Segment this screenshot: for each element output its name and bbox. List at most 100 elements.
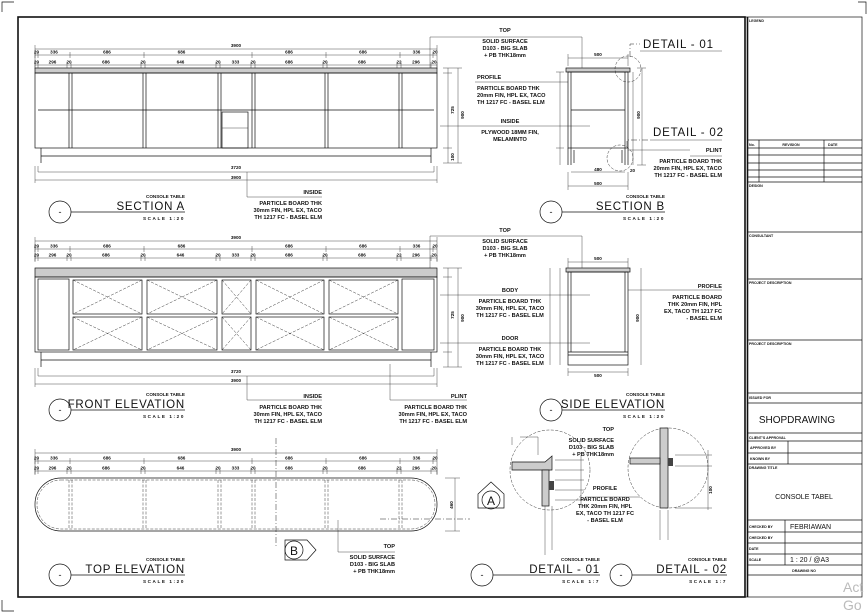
- view-scale: SCALE 1:20: [143, 579, 185, 584]
- dim-label: 296: [49, 253, 57, 258]
- dim-label: 646: [177, 60, 185, 65]
- watermark-line-2: Go: [843, 597, 862, 613]
- note-line: + PB THK18mm: [484, 53, 526, 59]
- dim-label: 686: [178, 244, 186, 249]
- note-line: 30mm FIN, HPL EX, TACO: [476, 306, 545, 312]
- dim-label: 20: [140, 253, 146, 258]
- dim-label: 686: [103, 50, 111, 55]
- date-label: DATE: [749, 547, 759, 551]
- note-label: PROFILE: [698, 284, 723, 290]
- section-marker-a[interactable]: A: [477, 481, 505, 510]
- note-line: PLYWOOD 18MM FIN,: [481, 130, 539, 136]
- view-marker-number: -: [481, 570, 484, 580]
- note-label: TOP: [499, 228, 511, 234]
- dim-label: 20: [34, 456, 40, 461]
- note-line: THK 20mm FIN, HPL: [668, 302, 723, 308]
- door-panel: [328, 279, 399, 315]
- view-marker-number: -: [59, 405, 62, 415]
- dim-label: 333: [232, 466, 240, 471]
- view-title-top-elevation: - CONSOLE TABLE TOP ELEVATION SCALE 1:20: [48, 557, 185, 587]
- door-panel: [255, 316, 325, 351]
- dim-label: 646: [177, 466, 185, 471]
- note-label: INSIDE: [303, 394, 322, 400]
- dim-label: 686: [102, 60, 110, 65]
- door-panel: [328, 316, 399, 351]
- dim-label: 686: [359, 244, 367, 249]
- view-title: TOP ELEVATION: [85, 564, 185, 576]
- note-line: MELAMINTO: [493, 137, 527, 143]
- dim-label: 686: [358, 466, 366, 471]
- note-line: TH 1217 FC - BASEL ELM: [254, 215, 322, 221]
- revision-header: REVISION: [782, 143, 800, 147]
- note-label: TOP: [499, 28, 511, 34]
- door-swing-mark: [328, 279, 399, 315]
- dim-label: 20: [66, 466, 72, 471]
- dim-label: 22: [396, 60, 402, 65]
- dim-label: 20: [250, 253, 256, 258]
- legend-label: LEGEND: [749, 19, 764, 23]
- note-line: + PB THK18mm: [484, 253, 526, 259]
- leader-lines: [246, 36, 722, 553]
- dim-body-height-fe: 725: [450, 311, 455, 319]
- door-swing-mark: [328, 316, 399, 351]
- section-marker-b[interactable]: B: [284, 539, 317, 561]
- dim-overall: 3900: [231, 235, 242, 240]
- view-marker-number: -: [59, 570, 62, 580]
- divider-panel: [324, 73, 329, 148]
- note-line: PARTICLE BOARD THK: [404, 405, 467, 411]
- dim-label: 20: [432, 50, 438, 55]
- dim-overall-width-fe: 3900: [231, 378, 242, 383]
- issued-for-label: ISSUED FOR: [749, 396, 771, 400]
- divider-panel: [68, 480, 73, 529]
- dim-side-b: 20: [630, 168, 636, 173]
- dim-label: 686: [359, 456, 367, 461]
- door-swing-mark: [221, 316, 252, 351]
- view-marker-number: -: [550, 405, 553, 415]
- project-description-label: PROJECT DESCRIPTION: [749, 281, 792, 285]
- dim-label: 686: [285, 60, 293, 65]
- view-marker-number: -: [620, 570, 623, 580]
- divider-panel: [251, 73, 256, 148]
- note-line: EX, TACO TH 1217 FC: [664, 309, 722, 315]
- note-line: TH 1217 FC - BASEL ELM: [254, 419, 322, 425]
- consultant-label: CONSULTANT: [749, 234, 774, 238]
- note-line: SOLID SURFACE: [482, 239, 528, 245]
- note-line: SOLID SURFACE: [350, 555, 396, 561]
- view-subtitle: CONSOLE TABLE: [688, 557, 727, 562]
- dim-label: 20: [250, 466, 256, 471]
- view-marker-number: -: [550, 207, 553, 217]
- divider-panel: [142, 73, 147, 148]
- divider-panel: [142, 480, 147, 529]
- dim-top-width: 460: [449, 501, 454, 509]
- note-line: SOLID SURFACE: [569, 438, 615, 444]
- door-panel: [146, 316, 218, 351]
- view-title: SIDE ELEVATION: [561, 399, 665, 411]
- divider-panel: [398, 73, 403, 148]
- view-subtitle: CONSOLE TABLE: [146, 557, 185, 562]
- drawing-title-value: CONSOLE TABEL: [775, 494, 833, 501]
- dim-label: 686: [285, 466, 293, 471]
- note-line: PARTICLE BOARD THK: [479, 299, 542, 305]
- dim-label: 686: [358, 253, 366, 258]
- view-title: FRONT ELEVATION: [68, 399, 185, 411]
- dim-label: 686: [102, 466, 110, 471]
- note-line: TH 1217 FC - BASEL ELM: [399, 419, 467, 425]
- dim-label: 20: [432, 456, 438, 461]
- scale-label: SCALE: [749, 558, 762, 562]
- dim-total-height-side: 900: [635, 314, 640, 322]
- divider-panel: [217, 480, 222, 529]
